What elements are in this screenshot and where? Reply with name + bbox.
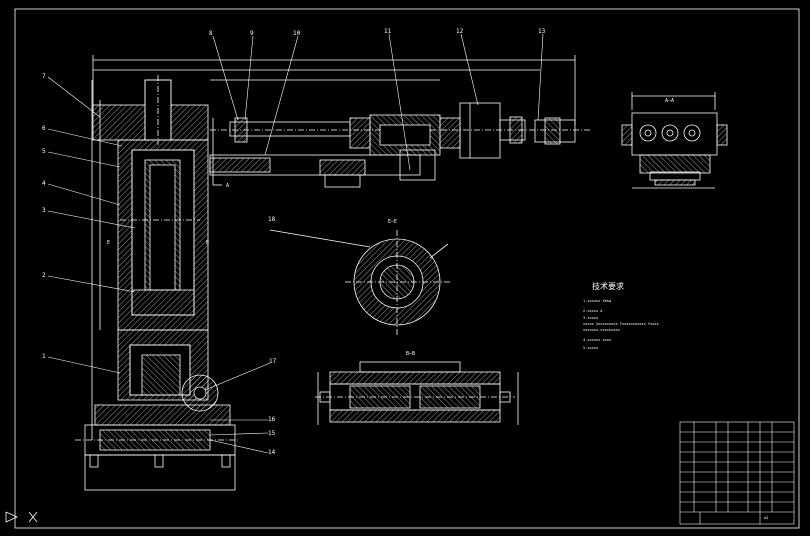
tech-requirement-line: 4.xxxxxx xxxx xyxy=(583,338,612,342)
part-label-15: 15 xyxy=(268,430,276,437)
part-label-10: 10 xyxy=(293,30,301,37)
section-mark-e-right: E xyxy=(206,240,210,246)
part-label-8: 8 xyxy=(209,30,213,37)
part-label-6: 6 xyxy=(42,125,46,132)
section-label-a-a: A—A xyxy=(665,98,675,104)
part-label-11: 11 xyxy=(384,28,392,35)
tech-requirement-line: 5.xxxxx xyxy=(583,346,599,350)
leader-lines xyxy=(47,33,544,454)
part-label-2: 2 xyxy=(42,272,46,279)
part-label-18: 18 xyxy=(268,216,276,223)
part-label-13: 13 xyxy=(538,28,546,35)
tech-requirement-line: 3.xxxxx xyxy=(583,316,599,320)
part-label-3: 3 xyxy=(42,207,46,214)
section-label-e-e: E—E xyxy=(388,219,398,225)
part-label-17: 17 xyxy=(269,358,277,365)
title-block-sheet-size: A3 xyxy=(764,516,769,520)
section-e-e-view xyxy=(269,229,450,335)
part-label-12: 12 xyxy=(456,28,464,35)
horizontal-arm-view xyxy=(92,55,590,188)
part-label-9: 9 xyxy=(250,30,254,37)
ucs-icon xyxy=(5,511,38,523)
section-label-b-b: B—B xyxy=(406,351,416,357)
section-b-b-view xyxy=(315,361,519,425)
title-block xyxy=(679,421,795,525)
part-label-16: 16 xyxy=(268,416,276,423)
part-label-5: 5 xyxy=(42,148,46,155)
drawing-frame xyxy=(14,8,800,529)
part-label-4: 4 xyxy=(42,180,46,187)
part-label-7: 7 xyxy=(42,73,46,80)
tech-requirement-line: xxxxx Xxxxxxxxxx Yxxxxxxxxxxx Yxxxx xyxy=(583,322,659,326)
section-a-a-view xyxy=(621,92,728,189)
tech-requirement-line: xxxxxxx-xxxxxxxxx xyxy=(583,328,620,332)
main-elevation-view xyxy=(75,75,240,491)
part-label-14: 14 xyxy=(268,449,276,456)
tech-requirements-title: 技术要求 xyxy=(592,282,624,291)
tech-requirement-line: 2.xxxxx d xyxy=(583,309,603,313)
part-label-1: 1 xyxy=(42,353,46,360)
tech-requirement-line: 1.xxxxxx Ymhq xyxy=(583,299,612,303)
section-mark-e-left: E xyxy=(107,240,111,246)
section-mark-a: A xyxy=(226,183,230,189)
